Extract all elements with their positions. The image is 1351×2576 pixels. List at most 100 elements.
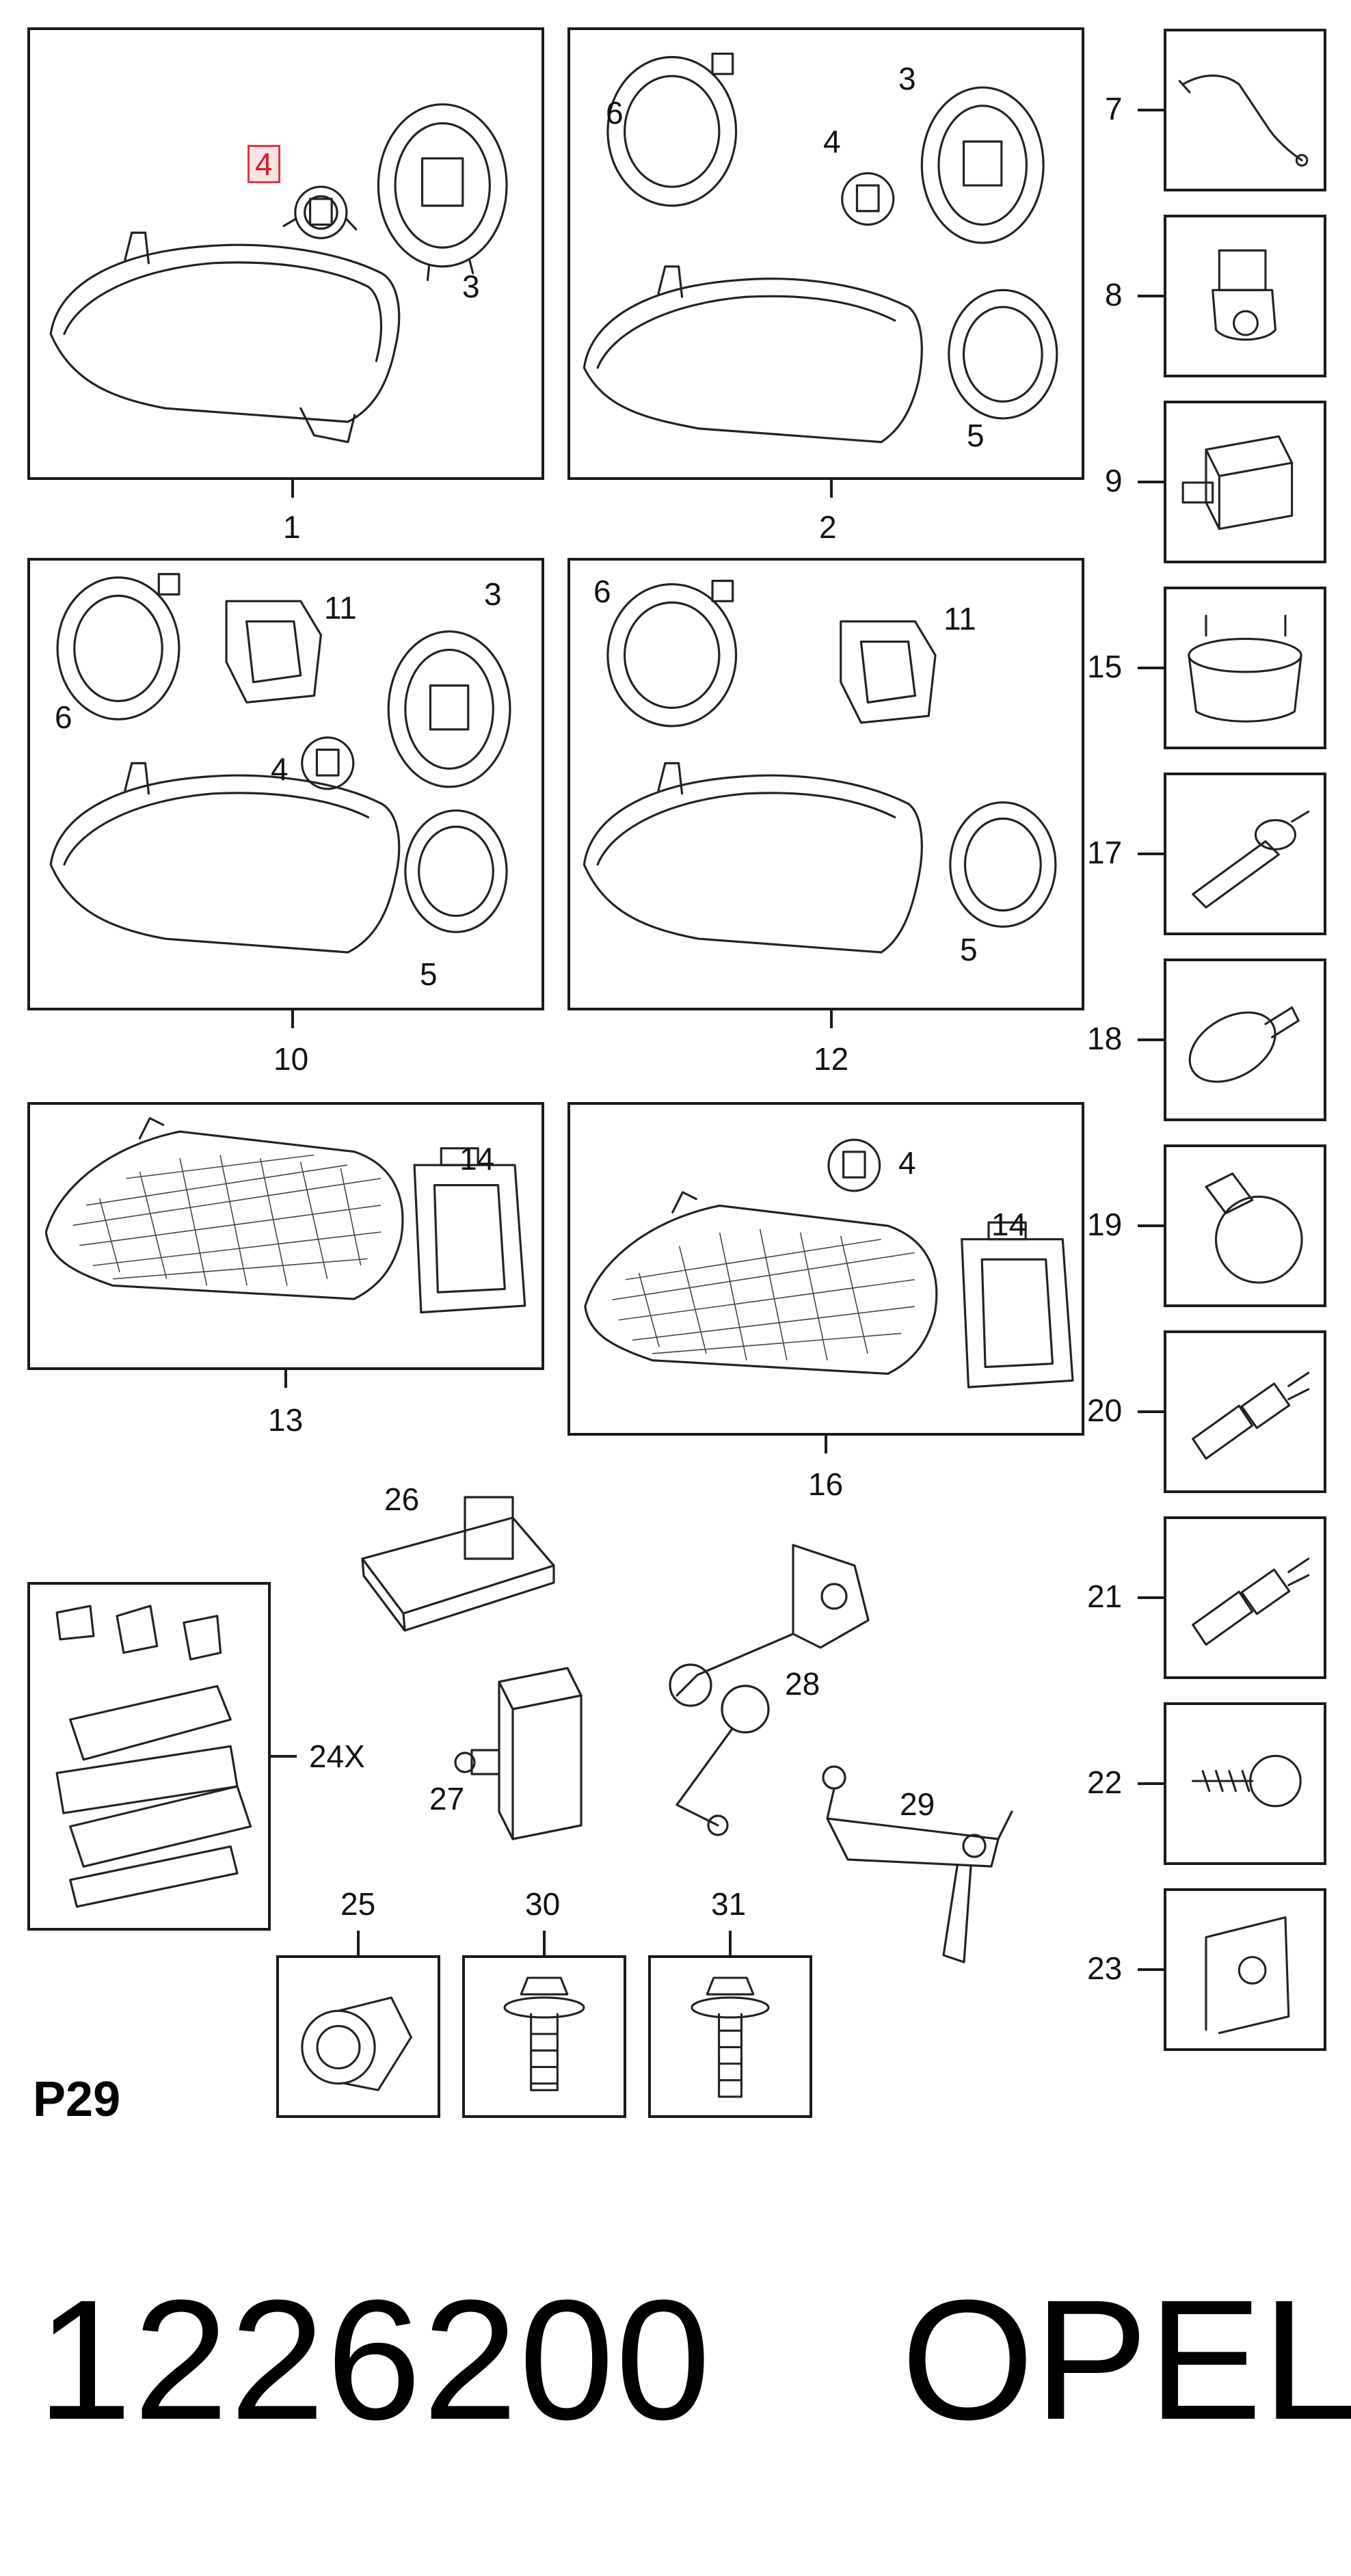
assembly-box-13: 14 xyxy=(27,1102,544,1370)
side-leader-19 xyxy=(1138,1224,1164,1227)
headlamp-assembly-13-drawing xyxy=(44,1117,526,1314)
level-sensor-drawing xyxy=(669,1544,870,1836)
cable-icon xyxy=(1178,75,1309,167)
side-label-15: 15 xyxy=(1087,649,1123,684)
side-part-box-23 xyxy=(1164,1888,1326,2051)
callout-14: 14 xyxy=(991,1207,1027,1242)
screw-icon xyxy=(1192,1754,1302,1808)
side-leader-18 xyxy=(1138,1038,1164,1041)
callout-4[interactable]: 4 xyxy=(248,145,280,183)
headlamp-assembly-2-drawing xyxy=(583,52,1058,444)
side-label-20: 20 xyxy=(1087,1393,1123,1428)
part-label-28: 28 xyxy=(785,1666,820,1702)
leader-1 xyxy=(291,480,294,498)
side-part-box-8 xyxy=(1164,215,1326,377)
callout-4: 4 xyxy=(271,751,289,787)
side-label-8: 8 xyxy=(1105,277,1123,312)
callout-11: 11 xyxy=(944,601,976,636)
wedge-bulb-icon xyxy=(1192,810,1310,909)
bracket-set-box-24x xyxy=(27,1582,271,1931)
side-part-box-20 xyxy=(1164,1330,1326,1493)
part-label-26: 26 xyxy=(384,1481,420,1517)
retaining-clip-icon xyxy=(1188,615,1302,723)
brand-name: OPEL xyxy=(901,2264,1351,2455)
headlamp-assembly-10-drawing xyxy=(49,573,511,954)
side-part-box-18 xyxy=(1164,958,1326,1121)
callout-3: 3 xyxy=(462,269,480,304)
actuator-drawing xyxy=(454,1667,583,1840)
headlamp-assembly-12-drawing xyxy=(583,580,1057,954)
small-bulb-icon xyxy=(1188,1006,1300,1083)
side-label-18: 18 xyxy=(1087,1021,1123,1056)
part-label-30: 30 xyxy=(525,1886,561,1922)
side-label-21: 21 xyxy=(1087,1579,1123,1614)
side-label-9: 9 xyxy=(1105,463,1123,498)
leader-16 xyxy=(825,1436,827,1453)
bracket-set-label: 24X xyxy=(309,1739,365,1774)
leader-2 xyxy=(830,480,833,498)
assembly-ref-2: 2 xyxy=(819,509,837,545)
spring-clip-icon xyxy=(1205,1916,1290,2035)
halogen-bulb-icon xyxy=(1192,1371,1310,1460)
bolt-icon xyxy=(691,1976,770,2098)
callout-5: 5 xyxy=(420,956,438,992)
side-part-box-15 xyxy=(1164,587,1326,749)
part-label-31: 31 xyxy=(711,1886,747,1922)
bolt-icon xyxy=(503,1976,585,2091)
part-number: 1226200 xyxy=(37,2264,712,2455)
page-code: P29 xyxy=(33,2072,121,2127)
side-label-19: 19 xyxy=(1087,1207,1123,1242)
side-leader-9 xyxy=(1138,481,1164,483)
leader-10 xyxy=(291,1010,294,1028)
assembly-box-16: 4 14 xyxy=(567,1102,1084,1436)
headlamp-assembly-16-drawing xyxy=(584,1138,1074,1388)
side-label-17: 17 xyxy=(1087,835,1123,870)
mounting-bracket-drawing xyxy=(822,1765,1013,1963)
side-leader-8 xyxy=(1138,295,1164,297)
callout-5: 5 xyxy=(960,932,978,967)
leader-31 xyxy=(729,1931,732,1955)
side-label-23: 23 xyxy=(1087,1950,1123,1986)
assembly-ref-12: 12 xyxy=(814,1041,849,1077)
part-label-29: 29 xyxy=(900,1786,935,1822)
halogen-bulb-icon xyxy=(1192,1557,1310,1646)
callout-3: 3 xyxy=(484,576,502,612)
bracket-set-leader xyxy=(271,1755,297,1758)
leader-25 xyxy=(357,1931,360,1955)
assembly-box-1: 4 3 xyxy=(27,27,544,480)
callout-4: 4 xyxy=(823,124,841,159)
lamp-socket-icon xyxy=(1212,249,1276,341)
round-bulb-icon xyxy=(1205,1172,1303,1284)
side-leader-15 xyxy=(1138,667,1164,669)
leader-12 xyxy=(830,1010,833,1028)
bracket-set-drawing xyxy=(55,1605,252,1908)
side-leader-7 xyxy=(1138,109,1164,111)
side-part-box-9 xyxy=(1164,401,1326,563)
leader-30 xyxy=(543,1931,546,1955)
control-module-drawing xyxy=(361,1496,555,1632)
assembly-ref-16: 16 xyxy=(808,1466,844,1502)
assembly-ref-1: 1 xyxy=(283,509,301,545)
side-label-7: 7 xyxy=(1105,91,1123,126)
callout-14: 14 xyxy=(459,1141,495,1177)
assembly-box-2: 6 3 4 5 xyxy=(567,27,1084,480)
assembly-box-12: 6 11 5 xyxy=(567,558,1084,1010)
side-leader-22 xyxy=(1138,1782,1164,1785)
side-leader-17 xyxy=(1138,853,1164,855)
headlamp-assembly-1-drawing xyxy=(49,103,508,444)
side-part-box-21 xyxy=(1164,1516,1326,1679)
side-part-box-7 xyxy=(1164,29,1326,191)
callout-6: 6 xyxy=(55,699,72,735)
part-label-27: 27 xyxy=(429,1781,465,1816)
side-leader-23 xyxy=(1138,1968,1164,1971)
bulb-holder-icon xyxy=(301,1996,412,2091)
assembly-ref-13: 13 xyxy=(268,1402,304,1438)
part-box-30 xyxy=(462,1955,626,2118)
assembly-box-10: 11 3 6 4 5 xyxy=(27,558,544,1010)
callout-6: 6 xyxy=(593,574,611,609)
side-part-box-17 xyxy=(1164,773,1326,935)
connector-icon xyxy=(1181,435,1294,531)
part-box-31 xyxy=(648,1955,812,2118)
side-label-22: 22 xyxy=(1087,1765,1123,1800)
part-box-25 xyxy=(276,1955,440,2118)
